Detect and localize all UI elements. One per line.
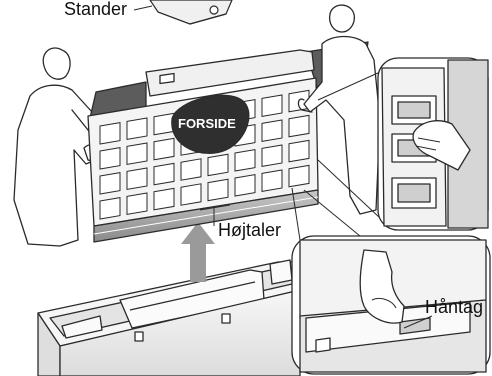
foam-cell [99, 197, 121, 220]
forside-label: FORSIDE [178, 116, 236, 131]
foam-cell [126, 142, 148, 165]
foam-cell [261, 144, 283, 167]
foam-cell [126, 117, 148, 140]
foam-cell [99, 172, 121, 195]
foam-cell [126, 167, 148, 190]
foam-cell [153, 137, 175, 161]
foam-cell [99, 147, 121, 170]
foam-cell [207, 153, 229, 177]
foam-cell [126, 192, 148, 215]
detail-connector-bottom [291, 187, 301, 241]
foam-cell [180, 158, 202, 181]
stander-label: Stander [64, 0, 128, 19]
detail-grip-inset [377, 57, 489, 231]
up-arrow-icon [181, 222, 215, 282]
foam-cell [153, 187, 175, 211]
foam-cell [153, 162, 175, 186]
stander-leader-line [133, 5, 153, 11]
foam-cell [180, 183, 202, 206]
hantag-leader-line [403, 315, 433, 329]
foam-cell [153, 112, 175, 136]
foam-cell [234, 174, 256, 197]
foam-cell [261, 169, 283, 192]
detail-connector-top [317, 71, 381, 101]
foam-cell [288, 164, 310, 188]
left-person [13, 47, 103, 247]
foam-grid [99, 89, 310, 220]
detail-connector-bottom2 [303, 189, 361, 237]
foam-cell [261, 119, 283, 142]
stand-illustration [149, 0, 233, 25]
foam-cell [234, 149, 256, 172]
detail-handle-inset [291, 235, 491, 375]
packing-box [37, 259, 301, 376]
foam-cell [288, 139, 310, 163]
foam-cell [207, 178, 229, 202]
foam-cell [261, 94, 283, 117]
foam-cell [99, 122, 121, 145]
foam-cell [288, 114, 310, 138]
hantag-label: Håntag [425, 297, 484, 317]
hojtaler-label: Højtaler [218, 220, 282, 240]
forside-label-blob [171, 94, 250, 154]
detail-connector-top2 [317, 159, 381, 219]
